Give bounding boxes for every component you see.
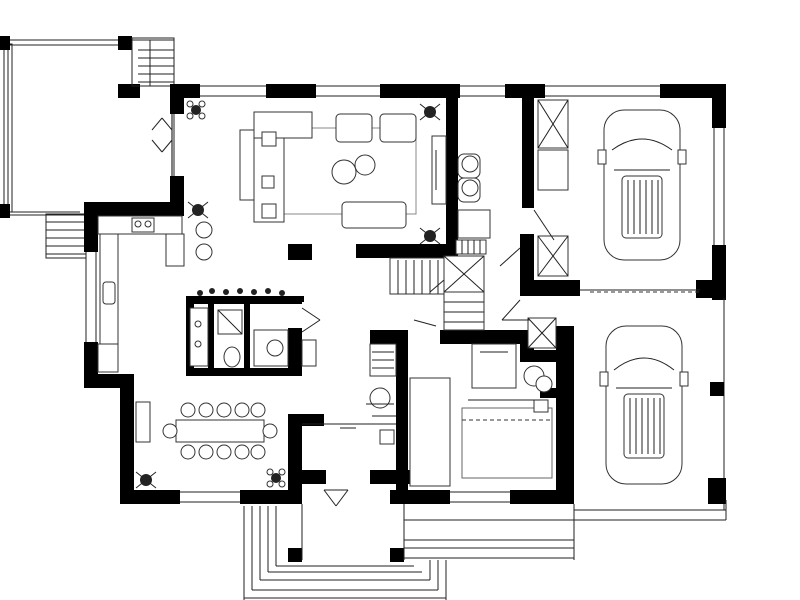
utility-room [501, 299, 557, 349]
plant-icon [419, 227, 441, 245]
bathroom-fixtures [189, 307, 321, 368]
dining-table [135, 401, 278, 460]
terrace [0, 36, 175, 218]
terrace-stairs [131, 37, 175, 87]
car-top [597, 109, 687, 261]
bedroom-furniture [409, 343, 553, 487]
exterior-walls [84, 84, 727, 521]
plant-icon [187, 201, 209, 219]
plant-icon [135, 471, 157, 489]
plant-icon [186, 100, 206, 120]
plant-icon [266, 468, 286, 488]
garage-storage [499, 99, 569, 277]
plant-icon [419, 103, 441, 121]
entrance-porch [243, 489, 575, 600]
breakfast-bar [457, 153, 491, 239]
kitchen-counters [97, 215, 213, 373]
living-room-door [151, 117, 173, 153]
hall-fixtures [340, 319, 437, 445]
plants [135, 100, 441, 489]
kitchen-island [186, 288, 304, 302]
living-room-furniture [239, 111, 447, 260]
staircase [389, 239, 487, 331]
side-stairs [45, 213, 87, 259]
car-bottom [599, 325, 689, 485]
